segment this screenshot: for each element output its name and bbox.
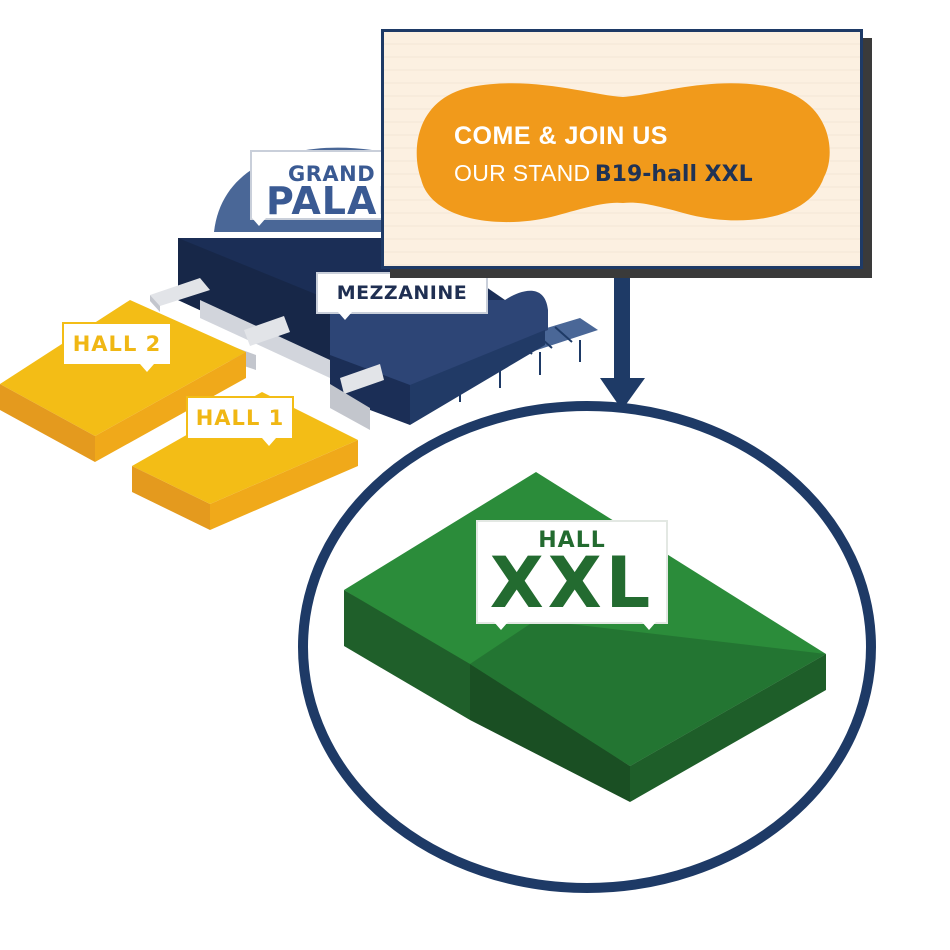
promo-headline: COME & JOIN US <box>454 122 668 150</box>
hall-1-label: HALL 1 <box>186 396 294 446</box>
mezzanine-label: MEZZANINE <box>316 272 488 320</box>
promo-blob <box>416 83 830 223</box>
grand-palais-label-line1: GRAND <box>288 162 376 186</box>
hall-xxl-label-big: XXL <box>489 542 655 624</box>
hall-xxl-label: HALL XXL <box>476 520 668 630</box>
hall-2-label: HALL 2 <box>62 322 172 372</box>
walkways <box>150 278 384 430</box>
label-pointer <box>642 622 656 630</box>
hall-1-block <box>132 392 358 530</box>
grand-palais-label-line2: PALAI <box>266 179 393 223</box>
grand-palais-label: GRAND PALAI <box>250 150 400 226</box>
pointer-arrow <box>600 240 645 410</box>
promo-panel: COME & JOIN US OUR STAND B19-hall XXL <box>381 29 863 269</box>
promo-stand-prefix: OUR STAND <box>454 160 591 186</box>
promo-subline: OUR STAND B19-hall XXL <box>454 160 753 187</box>
hall-2-block <box>0 300 246 462</box>
promo-stand-number: B19-hall XXL <box>594 162 753 187</box>
hall-xxl-label-small: HALL <box>538 528 606 553</box>
